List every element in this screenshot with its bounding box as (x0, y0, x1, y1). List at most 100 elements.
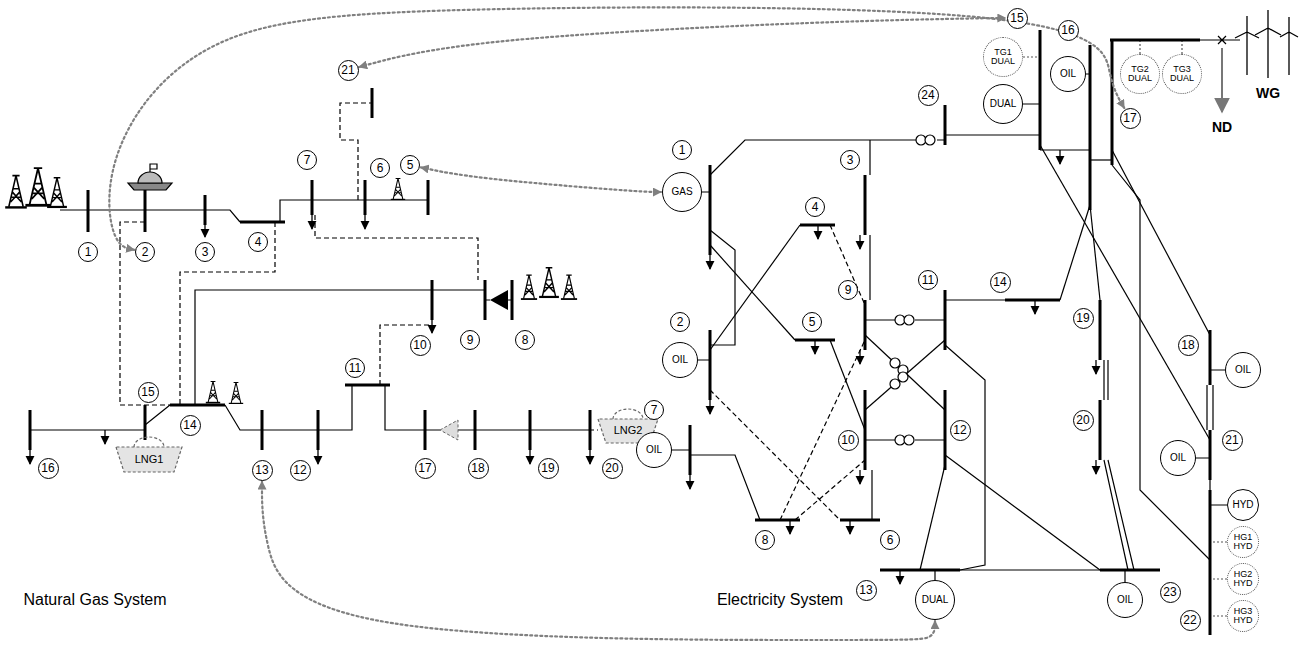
drawing-part (204, 225, 205, 237)
generator-symbol: DUAL (915, 580, 955, 620)
bus-number: 8 (515, 330, 535, 350)
drawing-part (789, 520, 790, 534)
bus-number-text: 9 (467, 334, 474, 346)
bus-number-text: 20 (605, 462, 618, 474)
drawing-part (960, 569, 1100, 570)
drawing-part (589, 450, 590, 464)
bus-number: 16 (38, 458, 59, 479)
drawing-part (1235, 16, 1259, 75)
gas-power-coupling (262, 482, 935, 641)
drawing-part (710, 230, 735, 345)
drawing-part (340, 103, 372, 200)
bus-number-text: 8 (762, 534, 769, 546)
drawing-part (561, 275, 577, 299)
drawing-part (1090, 159, 1112, 160)
generator-symbol: GAS (662, 172, 702, 212)
wind-farm (1235, 10, 1298, 78)
drawing-part (904, 315, 914, 325)
bus-number-text: 7 (304, 154, 311, 166)
generator-text: OIL (1117, 595, 1133, 606)
bus-number: 16 (1058, 20, 1079, 41)
gas-planned-pipelines (120, 103, 478, 405)
bus-number-text: 7 (651, 404, 658, 416)
generator-symbol: OIL (1107, 582, 1143, 618)
generator-symbol: OIL (662, 342, 698, 378)
drawing-part (710, 225, 800, 350)
bus-number-text: 23 (1163, 586, 1176, 598)
bus-number-text: 5 (809, 316, 816, 328)
bus-number: 7 (644, 400, 664, 420)
bus-number: 15 (1007, 8, 1028, 29)
power-loads (690, 150, 1096, 584)
drawing-part (128, 183, 172, 190)
generator-symbol: OIL (1050, 56, 1086, 92)
bus-number: 10 (838, 430, 859, 451)
symbol-label: ND (1212, 120, 1232, 135)
drawing-part (311, 215, 312, 229)
drawing-part (1112, 165, 1210, 560)
generator-text: OIL (672, 355, 688, 366)
generator-symbol: TG3 DUAL (1162, 54, 1202, 94)
drawing-part (25, 168, 50, 205)
generator-symbol: HYD (1227, 489, 1259, 521)
drawing-part (925, 135, 935, 145)
drawing-part (672, 74, 1227, 582)
lng-terminals (116, 409, 658, 472)
gas-power-coupling (109, 7, 1124, 249)
power-buses (690, 30, 1210, 635)
bus-number: 14 (990, 272, 1011, 293)
drawing-part (859, 470, 860, 484)
bus-number-text: 6 (887, 534, 894, 546)
drawing-part (1059, 150, 1060, 164)
bus-number: 8 (755, 530, 775, 550)
generator-symbol: HG3 HYD (1227, 600, 1259, 632)
bus-number: 2 (670, 312, 690, 332)
drawing-part (180, 222, 275, 405)
drawing-part (920, 465, 945, 570)
bus-number-text: 15 (141, 386, 154, 398)
generator-text: TG2 DUAL (1121, 65, 1159, 84)
gas-power-coupling (421, 167, 661, 192)
demand-arrow (1221, 48, 1223, 112)
bus-number-text: 2 (142, 246, 149, 258)
drawing-part (1095, 360, 1096, 374)
generator-symbol: OIL (1160, 440, 1196, 476)
bus-number: 5 (802, 312, 822, 332)
bus-number-text: 22 (1183, 614, 1196, 626)
bus-number: 10 (410, 335, 431, 356)
bus-number: 15 (138, 382, 159, 403)
drawing-part (709, 255, 710, 269)
bus-number: 3 (195, 242, 215, 262)
drawing-part (899, 570, 900, 584)
generator-symbol: HG2 HYD (1227, 563, 1259, 595)
bus-number-text: 21 (1225, 434, 1238, 446)
generator-text: DUAL (990, 99, 1017, 110)
bus-number-text: 17 (1123, 112, 1136, 124)
power-lines (672, 36, 1240, 582)
drawing-part (689, 475, 690, 489)
bus-number: 11 (345, 358, 365, 378)
bus-number: 23 (1160, 582, 1181, 603)
bus-number: 19 (538, 458, 559, 479)
drawing-part (1095, 460, 1096, 474)
drawing-part (1255, 10, 1281, 78)
bus-number-text: 19 (1076, 312, 1089, 324)
drawing-part (1040, 145, 1210, 440)
drawing-part (364, 215, 365, 229)
symbol-label: LNG1 (135, 453, 164, 465)
drawing-part (5, 176, 27, 208)
drawing-part (869, 235, 870, 300)
drawing-part (814, 340, 815, 354)
drawing-part (890, 379, 900, 389)
generator-symbol: TG1 DUAL (983, 37, 1023, 77)
drawing-part (945, 299, 1005, 300)
drawing-part (780, 340, 865, 520)
bus-number-text: 1 (679, 144, 686, 156)
drawing-part (945, 455, 1100, 570)
drawing-part (690, 30, 1210, 635)
power-lines-dashed (710, 225, 865, 520)
gas-power-coupling (359, 18, 1005, 67)
drawing-part (865, 340, 945, 410)
